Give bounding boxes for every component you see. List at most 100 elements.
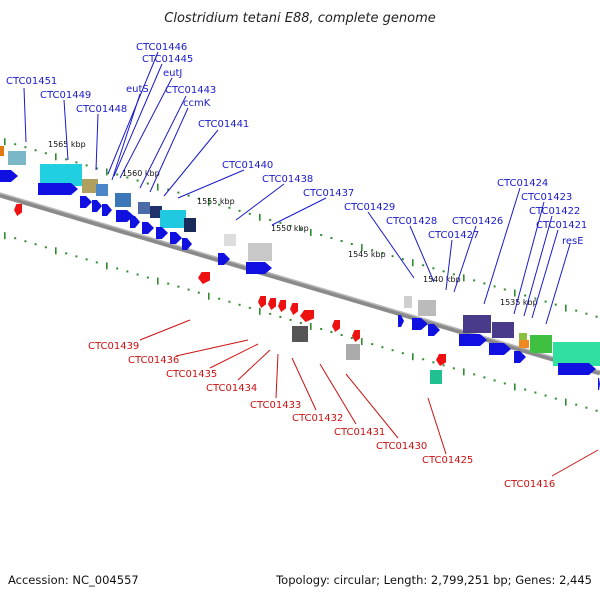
tick-mark [514,383,516,391]
tick-mark [524,294,527,297]
tick-mark [269,312,272,315]
tick-mark [381,252,384,255]
leader-line [209,343,259,369]
tick-mark [412,259,414,267]
tick-mark [126,176,129,179]
tick-mark [361,338,363,346]
leader-line [291,357,317,411]
tick-mark [4,232,6,240]
tick-marks [4,138,598,412]
leader-line [237,349,271,381]
gene-label: CTC01441 [198,119,249,130]
gene-label: CTC01431 [334,427,385,438]
tick-mark [85,164,88,167]
tick-mark [340,240,343,243]
reverse-gene-arrow [332,320,340,332]
tick-mark [238,209,241,212]
tick-mark [95,261,98,264]
gene-label: CTC01448 [76,104,127,115]
leader-line [95,113,99,171]
leader-line [175,339,249,357]
tick-mark [299,227,302,230]
gene-label: CTC01433 [250,400,301,411]
forward-gene-arrow [489,343,511,355]
tick-mark [554,303,557,306]
gene-block [96,184,108,196]
gene-block [463,315,491,333]
forward-gene-arrow [246,262,272,274]
forward-leader-lines [23,51,571,325]
tick-mark [24,146,27,149]
tick-mark [585,312,588,315]
tick-mark [259,213,261,221]
leader-line [271,197,327,226]
tick-mark [565,304,567,312]
leader-line [139,319,191,341]
tick-mark [248,306,251,309]
kbp-label: 1545 kbp [348,250,386,259]
gene-label: CTC01437 [303,188,354,199]
tick-mark [310,322,312,330]
leader-line [111,93,141,181]
leader-line [513,201,545,315]
gene-label: CTC01436 [128,355,179,366]
gene-block [82,179,98,193]
reverse-gene-arrow [258,296,266,308]
gene-label: CTC01445 [142,54,193,65]
forward-gene-arrow [398,315,404,327]
tick-mark [391,255,394,258]
tick-mark [228,206,231,209]
forward-gene-arrow [130,216,140,228]
leader-line [275,353,279,399]
tick-mark [248,212,251,215]
tick-mark [279,315,282,318]
leader-line [483,187,521,305]
reverse-gene-blocks [292,326,442,384]
gene-label: CTC01425 [422,455,473,466]
reverse-gene-arrow [278,300,286,312]
tick-mark [463,368,465,376]
tick-mark [299,321,302,324]
tick-mark [361,244,363,252]
tick-mark [473,373,476,376]
gene-label: CTC01439 [88,341,139,352]
forward-gene-arrow [102,204,112,216]
tick-mark [544,300,547,303]
leader-line [445,239,453,291]
tick-mark [208,198,210,206]
forward-gene-arrow [116,210,134,222]
tick-mark [565,398,567,406]
accession-text: Accession: NC_004557 [8,573,139,587]
tick-mark [310,228,312,236]
tick-mark [432,267,435,270]
tick-mark [483,282,486,285]
gene-blocks [0,146,600,366]
reverse-gene-arrow [436,354,446,366]
forward-gene-arrow [0,170,18,182]
gene-label: eutS [126,84,149,95]
map-title: Clostridium tetani E88, complete genome [164,11,436,26]
forward-gene-arrow [218,253,230,265]
tick-mark [452,367,455,370]
forward-gene-arrow [156,227,168,239]
leader-line [319,363,357,425]
gene-label: CTC01421 [536,220,587,231]
gene-block [248,243,272,261]
leader-line [409,225,435,283]
gene-label: CTC01451 [6,76,57,87]
tick-mark [187,194,190,197]
tick-mark [177,285,180,288]
tick-mark [14,237,17,240]
gene-block [40,164,82,186]
gene-label: CTC01423 [521,192,572,203]
tick-mark [503,288,506,291]
tick-mark [432,361,435,364]
tick-mark [330,237,333,240]
kbp-label: 1540 kbp [423,275,461,284]
reverse-leader-lines [139,319,599,477]
leader-line [107,51,159,175]
leader-line [163,129,219,197]
tick-mark [595,315,598,318]
tick-mark [493,379,496,382]
tick-mark [116,267,119,270]
